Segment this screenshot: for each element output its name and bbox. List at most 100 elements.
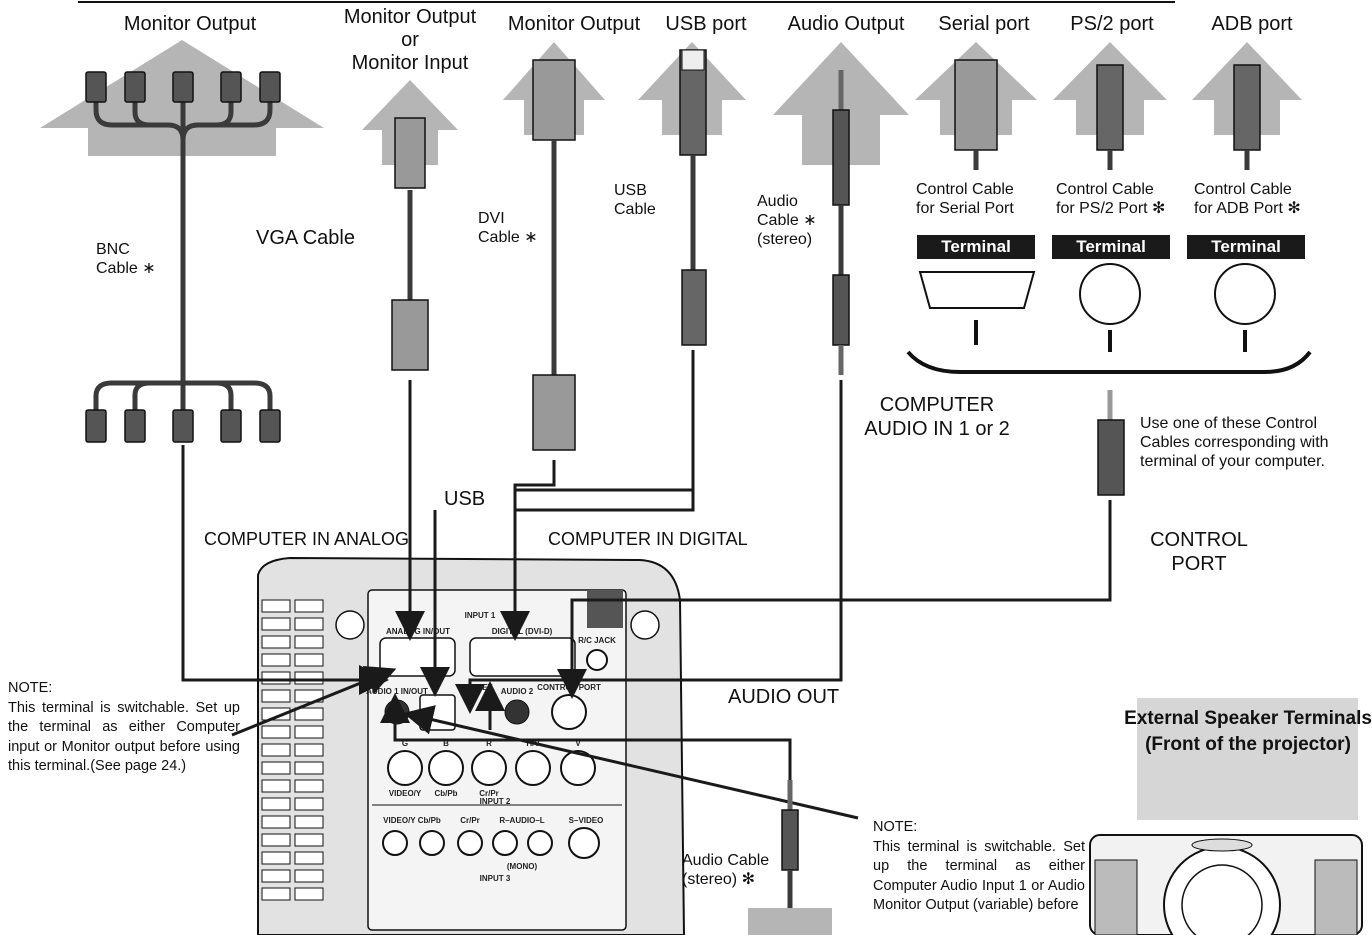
svg-text:CONTROL PORT: CONTROL PORT <box>537 683 601 692</box>
label-control-adb: Control Cable for ADB Port ✻ <box>1194 180 1301 218</box>
audio-out-cable <box>748 780 832 935</box>
svg-text:R–AUDIO–L: R–AUDIO–L <box>499 816 544 825</box>
svg-text:INPUT 1: INPUT 1 <box>465 611 496 620</box>
label-monitor-output-2: Monitor Output <box>507 13 641 35</box>
vga-cable <box>391 117 429 371</box>
label-line: Cable ∗ <box>478 229 538 247</box>
label-line: PORT <box>1171 553 1227 575</box>
label-line: (stereo) ✻ <box>682 871 755 889</box>
label-use-one-of-these: Use one of these Control Cables correspo… <box>1140 414 1329 472</box>
svg-text:S–VIDEO: S–VIDEO <box>569 816 604 825</box>
label-control-serial: Control Cable for Serial Port <box>916 180 1014 218</box>
label-control-port: CONTROL PORT <box>1150 528 1248 576</box>
svg-text:VIDEO/Y Cb/Pb: VIDEO/Y Cb/Pb <box>383 816 441 825</box>
svg-text:INPUT 2: INPUT 2 <box>480 797 511 806</box>
label-line: terminal of your computer. <box>1140 453 1325 471</box>
external-speaker-panel <box>1137 698 1358 820</box>
label-line: BNC <box>96 241 130 258</box>
label-computer-in-analog: COMPUTER IN ANALOG <box>204 529 410 549</box>
svg-text:VIDEO/Y: VIDEO/Y <box>389 789 422 798</box>
audio2-jack <box>504 699 530 725</box>
note-right: NOTE: This terminal is switchable. Set u… <box>873 818 1085 916</box>
terminal-label-ps2: Terminal <box>1052 235 1170 259</box>
title-line: External Speaker Terminals <box>1124 708 1372 729</box>
label-line: AUDIO IN 1 or 2 <box>864 418 1010 440</box>
projector-back-panel: INPUT 1 ANALOG IN/OUT DIGITAL (DVI-D) R/… <box>257 556 686 935</box>
bnc-connectors <box>85 71 281 443</box>
note-left: NOTE: This terminal is switchable. Set u… <box>8 679 240 777</box>
rc-jack <box>586 649 608 671</box>
label-bnc-cable: BNC Cable ∗ <box>96 240 156 278</box>
ps2-terminal-port <box>1079 263 1141 325</box>
label-usb-port: USB port <box>665 13 747 35</box>
label-line: DVI <box>478 210 505 227</box>
label-serial-port: Serial port <box>938 13 1030 35</box>
note-left-body: This terminal is switchable. Set up the … <box>8 699 240 775</box>
terminal-ports <box>906 263 1312 496</box>
svg-text:INPUT 3: INPUT 3 <box>480 874 511 883</box>
usb-cable <box>679 49 707 346</box>
label-line: for ADB Port ✻ <box>1194 200 1301 218</box>
note-left-title: NOTE: <box>8 680 53 696</box>
label-control-ps2: Control Cable for PS/2 Port ✻ <box>1056 180 1165 218</box>
svg-text:DIGITAL (DVI-D): DIGITAL (DVI-D) <box>492 627 553 636</box>
svg-text:ANALOG IN/OUT: ANALOG IN/OUT <box>386 627 450 636</box>
label-line: Cables corresponding with <box>1140 434 1329 452</box>
label-line: (stereo) <box>757 231 813 249</box>
external-speaker-title: External Speaker Terminals (Front of the… <box>1124 706 1372 757</box>
label-line: Monitor Input <box>351 52 469 74</box>
svg-text:(MONO): (MONO) <box>507 862 538 871</box>
label-line: COMPUTER <box>879 394 995 416</box>
label-line: CONTROL <box>1150 529 1248 551</box>
label-usb: USB <box>444 488 486 510</box>
label-line: Control Cable <box>1194 181 1292 198</box>
label-computer-in-digital: COMPUTER IN DIGITAL <box>548 529 748 549</box>
label-computer-audio-in: COMPUTER AUDIO IN 1 or 2 <box>864 393 1010 441</box>
svg-text:R/C JACK: R/C JACK <box>578 636 616 645</box>
projector-front <box>1089 834 1363 935</box>
label-line: or <box>401 29 419 51</box>
label-line: for Serial Port <box>916 200 1014 218</box>
label-line: Control Cable <box>916 181 1014 198</box>
adb-terminal-port <box>1214 263 1276 325</box>
svg-text:AUDIO 1 IN/OUT: AUDIO 1 IN/OUT <box>366 687 428 696</box>
label-audio-cable-bottom: Audio Cable (stereo) ✻ <box>682 851 769 889</box>
svg-text:R: R <box>486 739 492 748</box>
dvi-cable <box>532 59 576 451</box>
label-line: Monitor Output <box>343 6 477 28</box>
label-audio-cable: Audio Cable ∗ (stereo) <box>757 192 817 250</box>
label-line: USB <box>614 182 647 199</box>
control-port-jack <box>551 694 587 730</box>
control-cable-plug <box>1097 419 1125 496</box>
serial-terminal-port <box>918 271 1036 309</box>
label-line: Use one of these Control <box>1140 415 1317 432</box>
label-audio-out: AUDIO OUT <box>728 686 840 708</box>
svg-text:AUDIO 2: AUDIO 2 <box>501 687 534 696</box>
dvi-port <box>469 637 576 677</box>
label-monitor-output-or-input: Monitor Output or Monitor Input <box>344 6 476 75</box>
label-line: Audio Cable <box>682 852 770 869</box>
label-line: for PS/2 Port ✻ <box>1056 200 1166 218</box>
svg-text:Cb/Pb: Cb/Pb <box>434 789 457 798</box>
terminal-label-serial: Terminal <box>917 235 1035 259</box>
label-line: Cable ∗ <box>757 212 817 230</box>
audio-cable <box>832 70 850 375</box>
label-dvi-cable: DVI Cable ∗ <box>478 209 538 247</box>
svg-text:V: V <box>575 739 581 748</box>
label-line: Control Cable <box>1056 181 1154 198</box>
label-line: Cable ∗ <box>96 260 156 278</box>
audio1-jack <box>384 699 410 725</box>
label-line: Cable <box>614 201 656 219</box>
label-line: Audio <box>757 193 798 210</box>
terminal-label-adb: Terminal <box>1187 235 1305 259</box>
analog-in-out-port <box>379 637 456 677</box>
bnc-cable <box>93 100 273 410</box>
label-adb-port: ADB port <box>1211 13 1293 35</box>
label-vga-cable: VGA Cable <box>256 227 355 249</box>
label-usb-cable: USB Cable <box>614 181 656 219</box>
label-monitor-output-1: Monitor Output <box>123 13 257 35</box>
label-audio-output: Audio Output <box>787 13 905 35</box>
note-right-title: NOTE: <box>873 819 918 835</box>
svg-text:G: G <box>402 739 408 748</box>
